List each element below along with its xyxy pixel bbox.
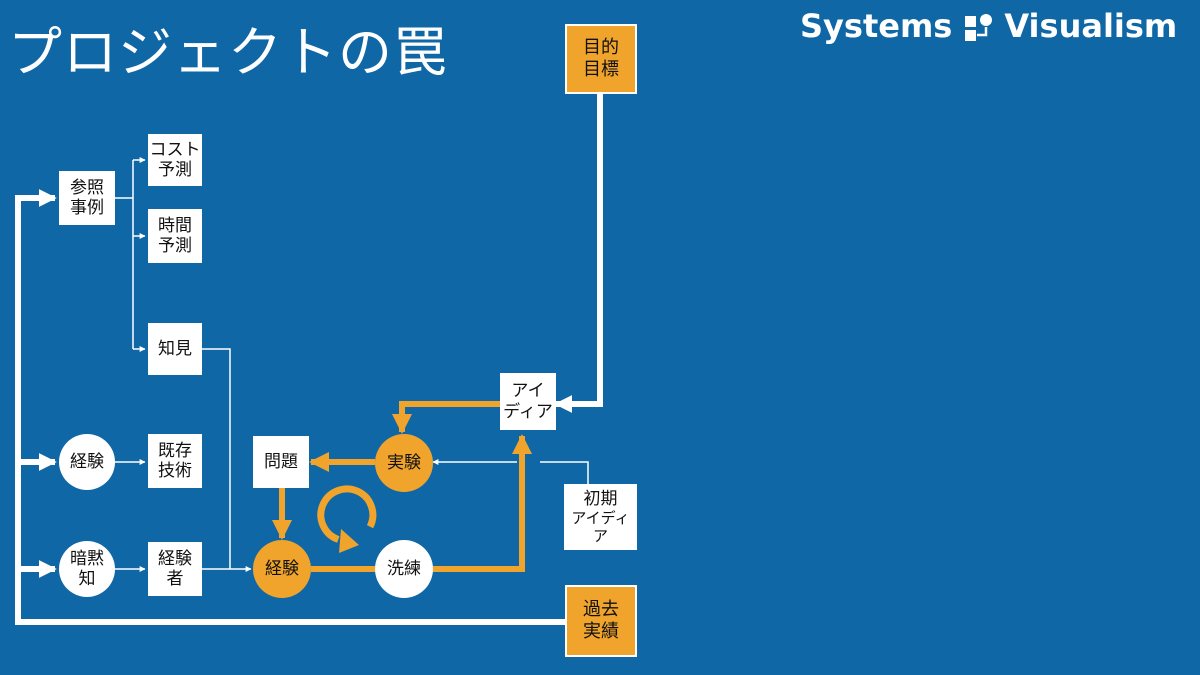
refinement-label: 洗練 [387, 558, 421, 579]
refinement-circle: 洗練 [375, 540, 433, 598]
initial-idea-label-bottom: アイディア [571, 509, 630, 546]
systems-visualism-logo-icon [965, 14, 993, 41]
experienced-person-box: 経験 者 [148, 542, 202, 596]
knowledge-box: 知見 [148, 323, 202, 375]
reference-branch-line [115, 160, 134, 349]
refinement-to-idea-arrow [433, 434, 532, 572]
initial-idea-label-top: 初期 [583, 488, 618, 509]
brand-name-right: Visualism [1004, 7, 1178, 45]
tacit-knowledge-label: 暗黙 知 [70, 548, 104, 589]
reference-cases-box: 参照 事例 [59, 171, 115, 225]
cost-forecast-label: コスト 予測 [149, 139, 201, 180]
goal-label: 目的 目標 [583, 37, 619, 80]
problem-box: 問題 [253, 436, 309, 488]
experienced-person-label: 経験 者 [158, 548, 192, 589]
knowledge-to-experience-line [202, 348, 231, 569]
past-results-box: 過去 実績 [565, 585, 637, 657]
reference-cases-label: 参照 事例 [70, 177, 104, 218]
cost-forecast-box: コスト 予測 [148, 134, 202, 186]
experience-left-circle: 経験 [59, 434, 115, 490]
idea-to-implementation-arrow [392, 401, 500, 434]
goal-box: 目的 目標 [565, 24, 637, 94]
idea-box: アイ ディア [500, 373, 556, 430]
past-results-label: 過去 実績 [583, 599, 619, 642]
tacit-knowledge-circle: 暗黙 知 [59, 541, 115, 597]
idea-label: アイ ディア [503, 381, 553, 422]
initial-idea-box: 初期 アイディア [564, 484, 637, 550]
cycle-arrowhead-icon [339, 529, 359, 553]
implementation-label: 実験 [387, 452, 421, 473]
initial-idea-to-implementation-arrow [433, 462, 589, 484]
problem-label: 問題 [264, 451, 298, 472]
brand-logo: Systems Visualism [800, 6, 1177, 46]
experience-center-circle: 経験 [253, 540, 311, 598]
page-title: プロジェクトの罠 [8, 21, 448, 84]
experience-left-label: 経験 [70, 451, 104, 472]
brand-name-left: Systems [800, 7, 953, 45]
existing-tech-label: 既存 技術 [158, 440, 192, 481]
knowledge-label: 知見 [158, 338, 192, 359]
time-forecast-label: 時間 予測 [158, 215, 192, 256]
goal-to-idea-line [554, 93, 603, 413]
feedback-loop-line [15, 189, 566, 625]
experience-center-label: 経験 [265, 558, 299, 579]
cycle-icon [317, 485, 377, 543]
existing-tech-box: 既存 技術 [148, 434, 202, 488]
implementation-circle: 実験 [375, 434, 433, 492]
time-forecast-box: 時間 予測 [148, 209, 202, 263]
